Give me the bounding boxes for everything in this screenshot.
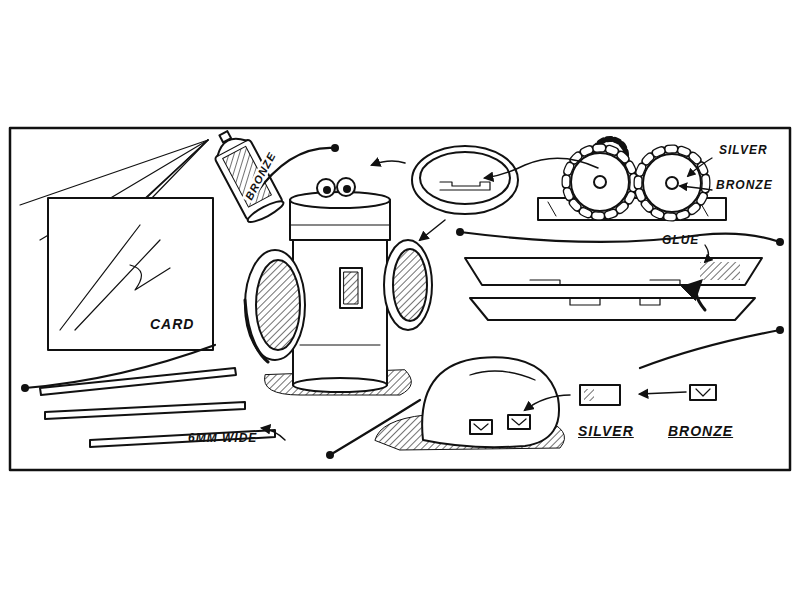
part-label: BRONZE [668, 423, 733, 439]
dome-base [375, 357, 570, 450]
pipe-body [245, 178, 432, 395]
part-label: CARD [150, 316, 194, 332]
card-sheet [48, 198, 213, 350]
tab-pieces [580, 385, 716, 405]
glue-strips [465, 245, 762, 320]
part-label: BRONZE [716, 178, 773, 192]
leader-lines [25, 148, 780, 455]
part-label: GLUE [662, 233, 699, 247]
part-label: SILVER [719, 143, 768, 157]
part-label: SILVER [578, 423, 634, 439]
spray-can [206, 124, 285, 226]
card-ring [372, 146, 518, 240]
gear-set [485, 139, 726, 220]
part-label: 6MM WIDE [188, 431, 257, 445]
card-strips [40, 368, 285, 447]
frame [10, 128, 790, 470]
leader-dots [21, 144, 784, 459]
